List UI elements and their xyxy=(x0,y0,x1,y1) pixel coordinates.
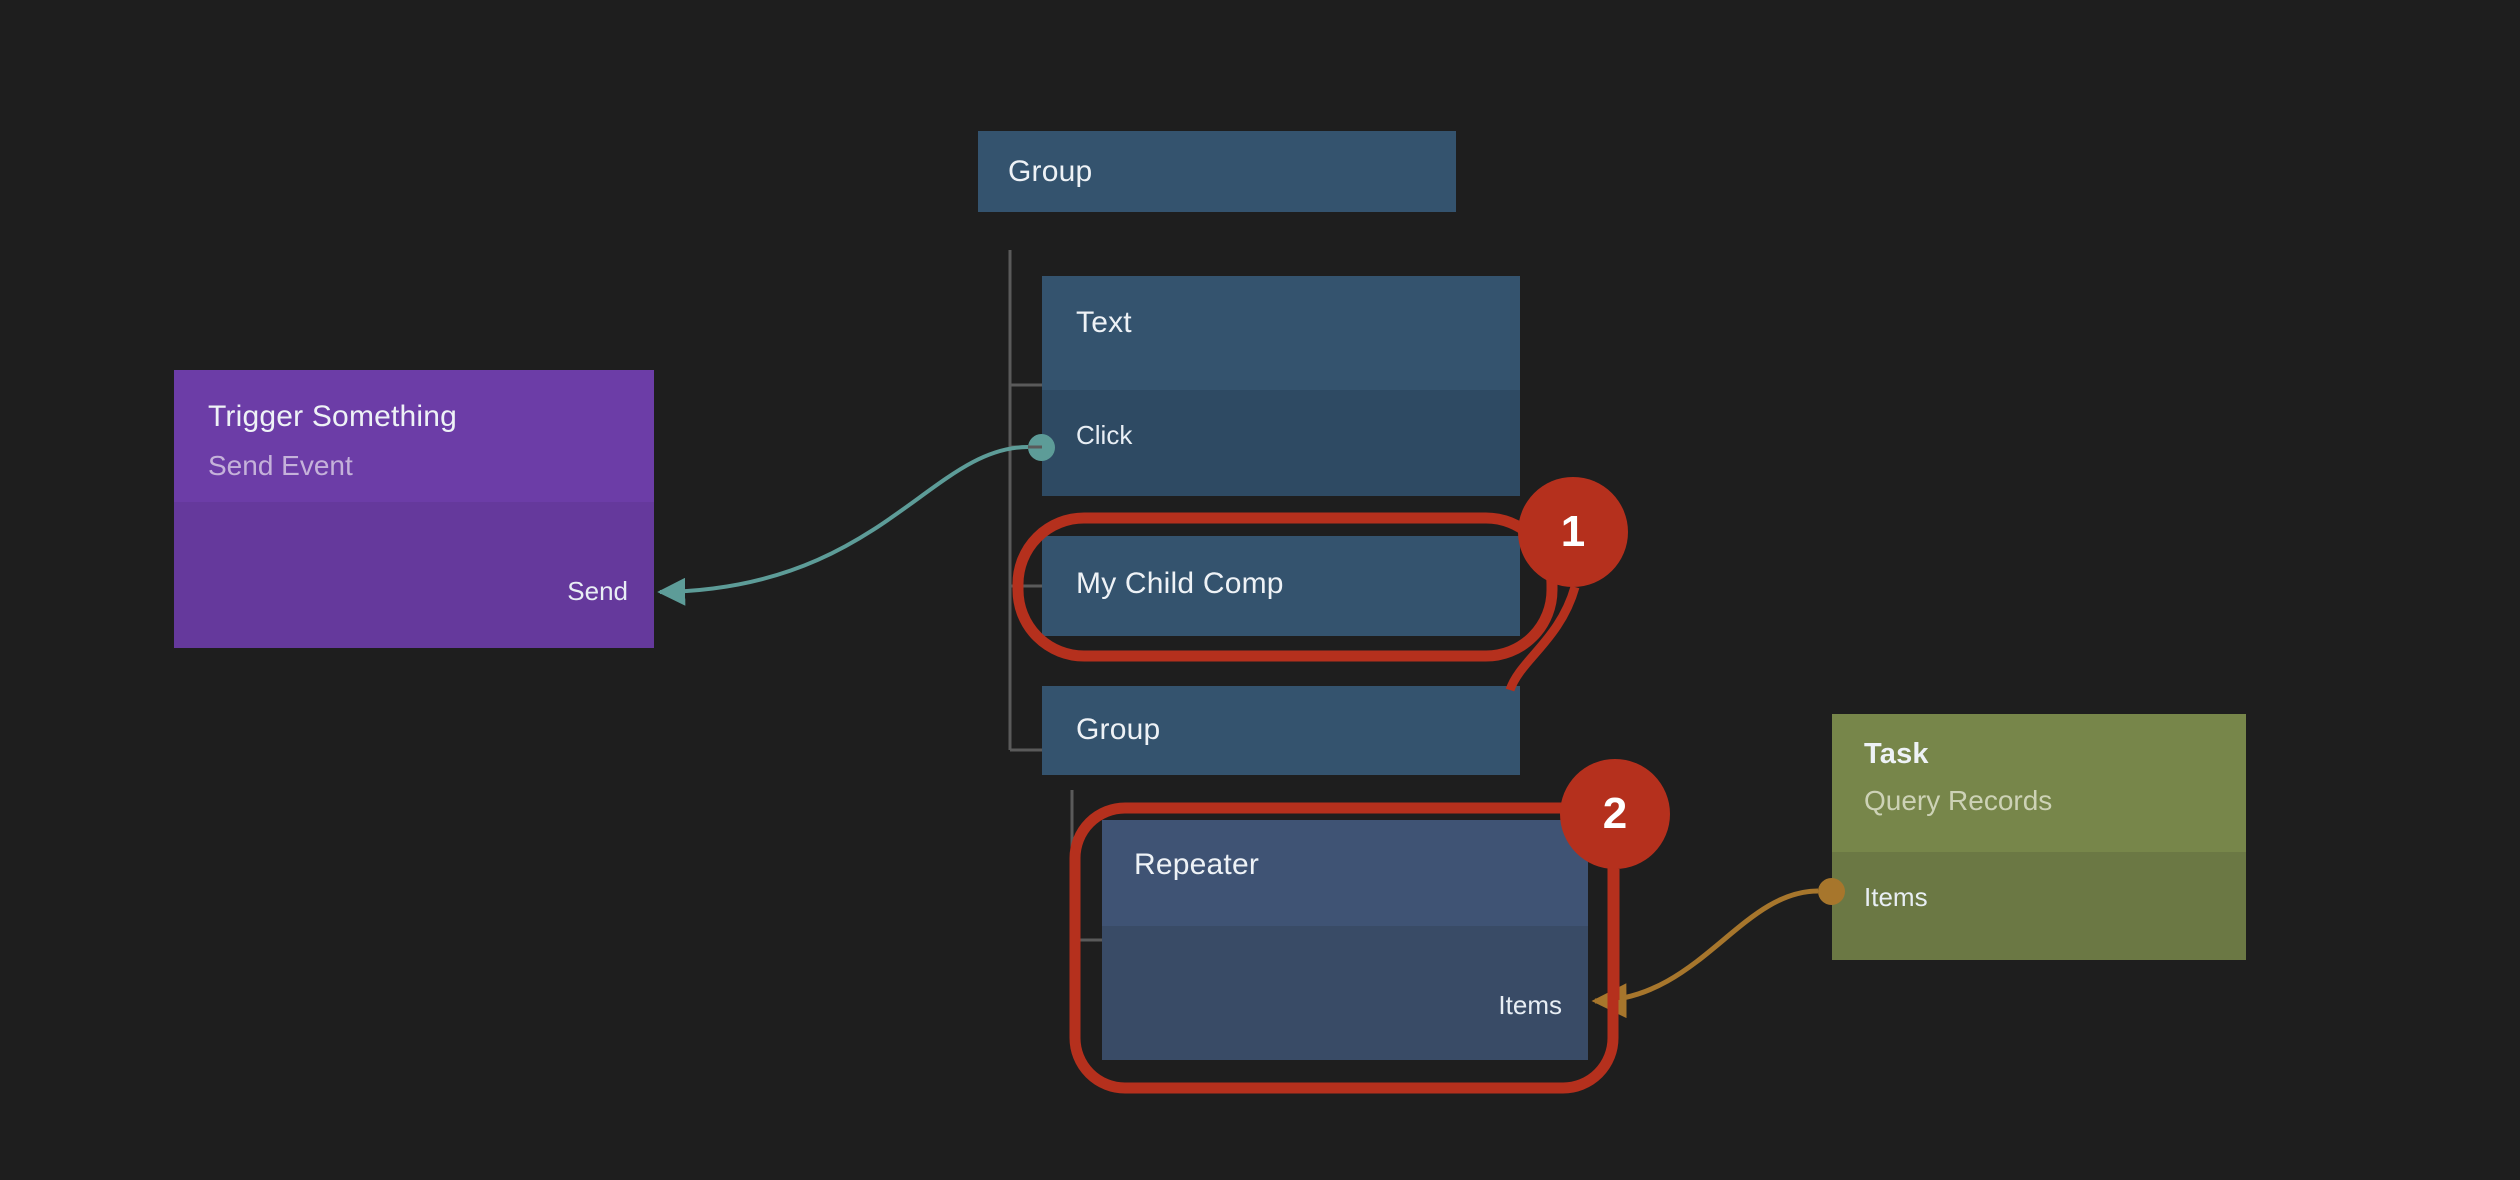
node-task-body: Items xyxy=(1832,852,2246,960)
annotation-badge-2-label: 2 xyxy=(1602,789,1628,838)
port-task-items-dot[interactable] xyxy=(1818,878,1845,905)
node-repeater-body: Items xyxy=(1102,926,1588,1060)
port-click-label[interactable]: Click xyxy=(1076,420,1133,450)
annotation-badge-1-label: 1 xyxy=(1560,507,1586,556)
port-task-items-label[interactable]: Items xyxy=(1864,882,1928,912)
node-trigger-subtitle: Send Event xyxy=(208,450,353,481)
node-my-child-comp-title: My Child Comp xyxy=(1076,567,1284,600)
port-send-label[interactable]: Send xyxy=(567,576,628,606)
annotation-badge-2[interactable]: 2 xyxy=(1560,759,1670,869)
node-task-header: Task Query Records xyxy=(1832,714,2246,852)
port-click-dot[interactable] xyxy=(1028,434,1055,461)
node-group-child[interactable]: Group xyxy=(1042,686,1520,775)
port-repeater-items-label[interactable]: Items xyxy=(1498,990,1562,1020)
node-group-root-title: Group xyxy=(1008,155,1093,188)
node-group-root[interactable]: Group xyxy=(978,131,1456,212)
node-text[interactable]: Text Click xyxy=(1042,276,1520,496)
node-text-body: Click xyxy=(1042,390,1520,496)
node-trigger-header: Trigger Something Send Event xyxy=(174,370,654,502)
node-trigger-something[interactable]: Trigger Something Send Event Send xyxy=(174,370,654,648)
node-task-title: Task xyxy=(1864,738,1929,770)
edge-task-items-to-repeater-items xyxy=(1591,888,1819,1019)
node-text-header: Text xyxy=(1042,276,1520,390)
node-trigger-body: Send xyxy=(174,502,654,648)
node-repeater-title: Repeater xyxy=(1134,848,1260,881)
node-my-child-comp[interactable]: My Child Comp xyxy=(1042,536,1520,636)
node-trigger-title: Trigger Something xyxy=(208,400,458,433)
node-group-child-title: Group xyxy=(1076,713,1161,746)
node-task-subtitle: Query Records xyxy=(1864,785,2053,816)
node-repeater[interactable]: Repeater Items xyxy=(1102,820,1588,1060)
edge-click-to-send xyxy=(657,445,1029,606)
node-text-title: Text xyxy=(1076,306,1132,339)
node-repeater-header: Repeater xyxy=(1102,820,1588,926)
annotation-badge-1[interactable]: 1 xyxy=(1518,477,1628,587)
node-task[interactable]: Task Query Records Items xyxy=(1832,714,2246,960)
